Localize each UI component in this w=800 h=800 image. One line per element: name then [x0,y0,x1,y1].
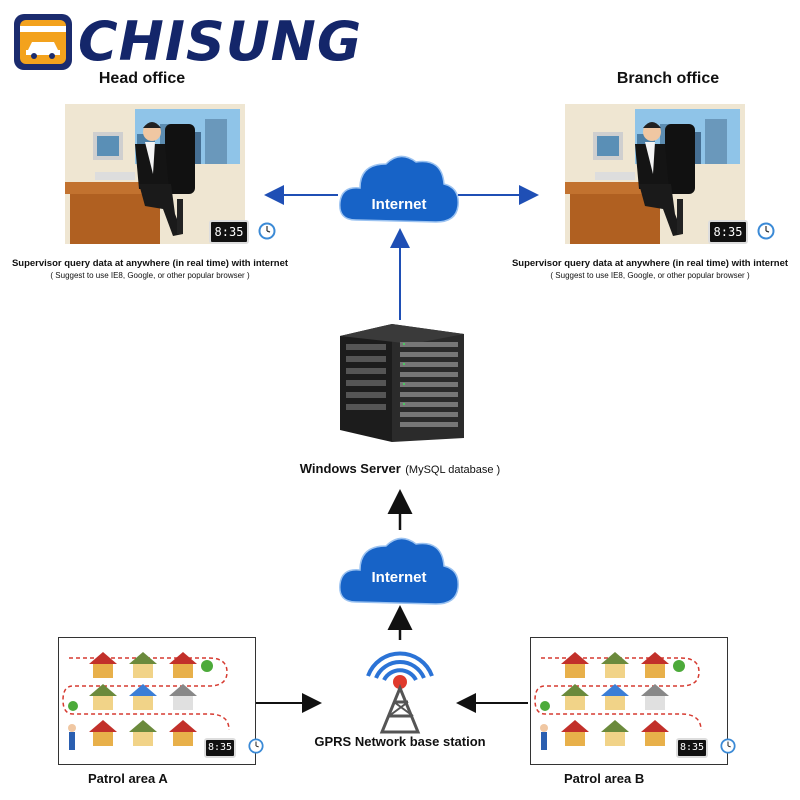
car-icon [20,26,66,59]
patrol-area-a-label: Patrol area A [88,771,168,786]
branch-office-illustration [565,104,745,244]
internet-bottom-label: Internet [371,569,427,586]
logo-emblem [14,14,72,70]
patrol-area-b-clock-icon [720,738,736,754]
house-icon [561,652,669,746]
head-office-caption: Supervisor query data at anywhere (in re… [11,258,289,269]
patrol-area-b-clock: 8:35 [676,738,708,758]
branch-office-subcaption: ( Suggest to use IE8, Google, or other p… [550,271,750,280]
head-office-subcaption: ( Suggest to use IE8, Google, or other p… [50,271,250,280]
house-icon [89,652,197,746]
brand-logo-text: CHISUNG [78,10,363,73]
branch-office-clock: 8:35 [708,220,748,244]
branch-office-clock-icon [757,222,775,240]
patrol-area-b-label: Patrol area B [564,771,645,786]
base-station-label: GPRS Network base station [314,734,486,749]
internet-cloud-top [339,155,459,223]
internet-cloud-bottom [339,537,459,605]
patrol-area-a-clock: 8:35 [204,738,236,758]
head-office-clock-icon [258,222,276,240]
server-label: Windows Server [299,461,401,476]
internet-top-label: Internet [371,196,427,213]
server-rack-icon [340,324,464,442]
branch-office-title: Branch office [616,70,720,87]
server-sublabel: (MySQL database ) [405,464,501,476]
head-office-title: Head office [98,70,186,87]
branch-office-caption: Supervisor query data at anywhere (in re… [511,258,789,269]
patrol-area-a-clock-icon [248,738,264,754]
base-station-icon [366,651,434,734]
head-office-clock: 8:35 [209,220,249,244]
server-label-group: Windows Server (MySQL database ) [250,460,550,478]
